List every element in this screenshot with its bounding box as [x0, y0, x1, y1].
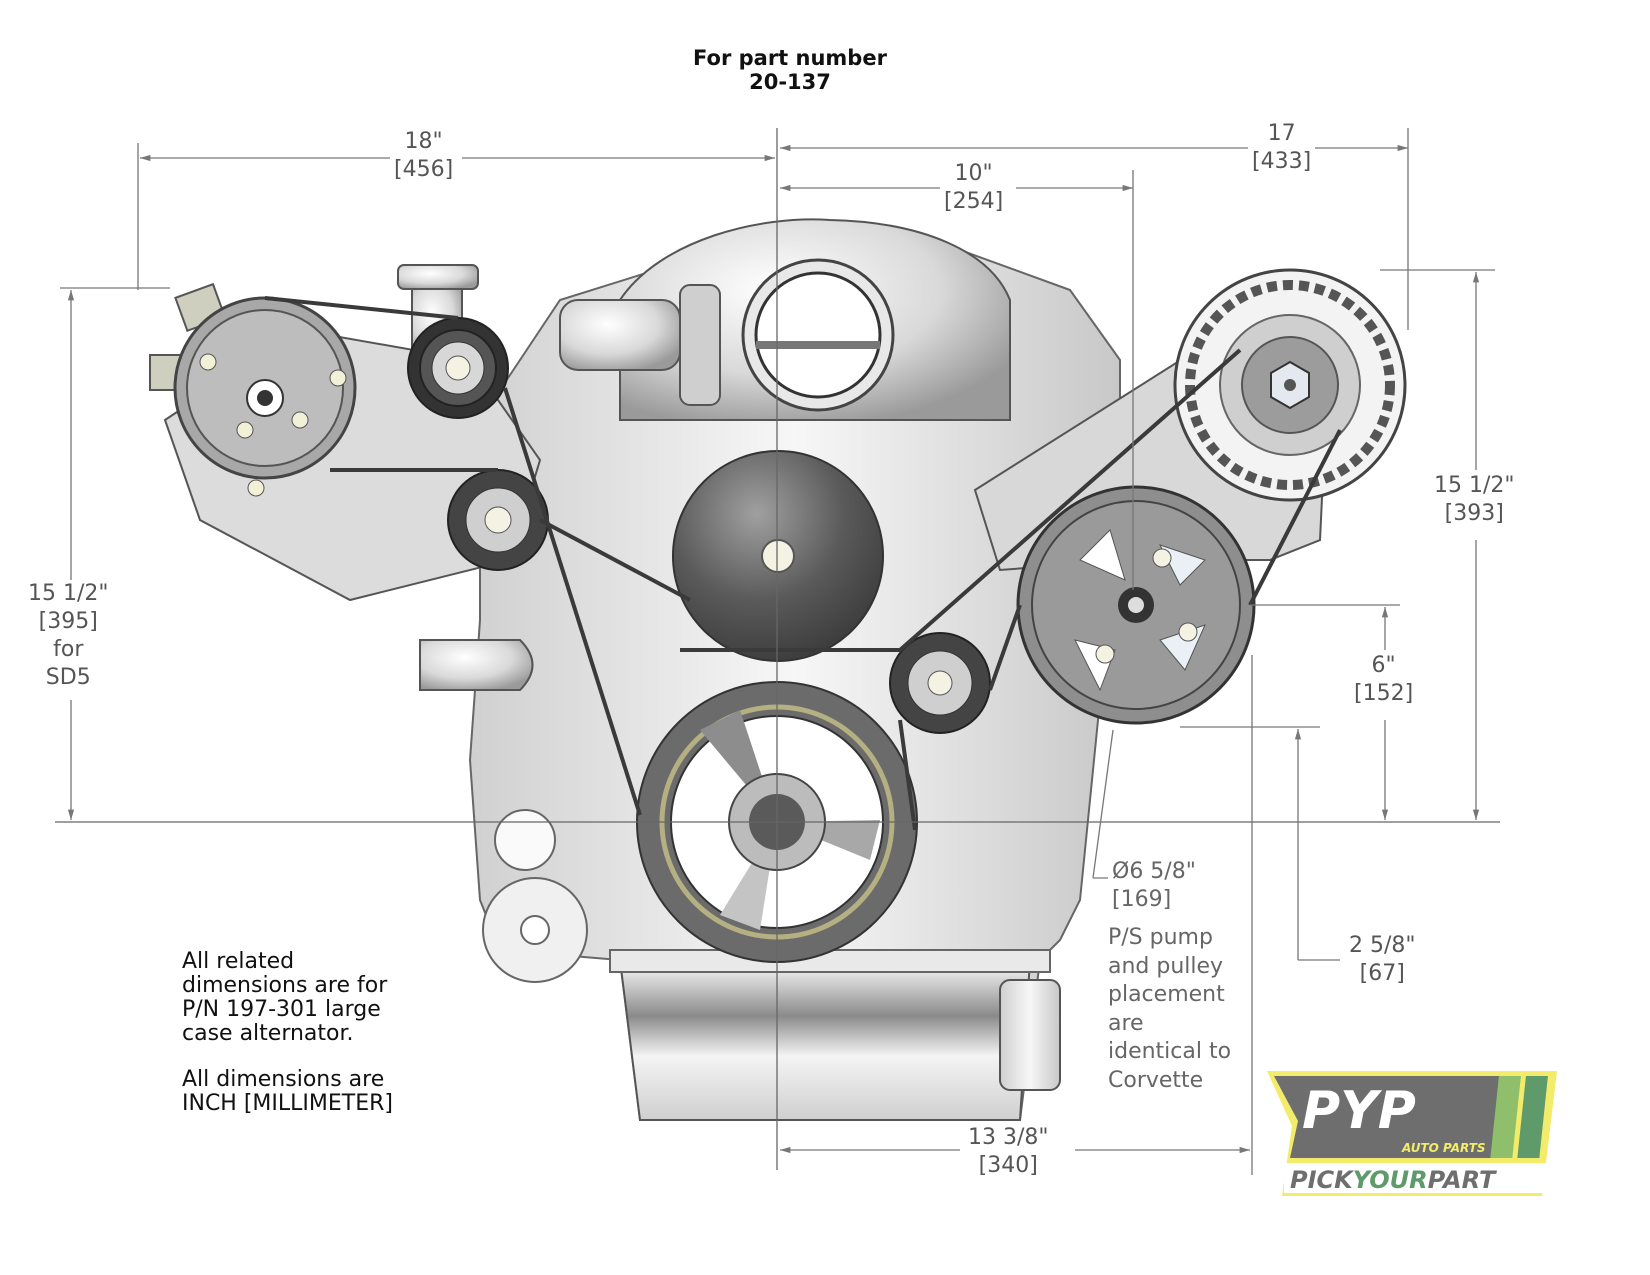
serpentine-belt: [264, 296, 1342, 831]
dim-mm: [393]: [1444, 501, 1504, 526]
dim-overall-right-width: 17 [433]: [1248, 120, 1316, 176]
dim-for: for: [53, 637, 84, 662]
dim-mm: [433]: [1252, 149, 1312, 174]
dim-mm: [67]: [1359, 961, 1405, 986]
logo-tagline-part: PART: [1428, 1166, 1497, 1194]
note-line: P/N 197-301 large: [182, 997, 381, 1022]
logo-tagline-your: YOUR: [1353, 1166, 1428, 1194]
ps-note-line: are: [1108, 1010, 1144, 1036]
ps-note-line: placement: [1108, 982, 1225, 1007]
logo-sub: AUTO PARTS: [1401, 1141, 1486, 1155]
dim-inch: 2 5/8": [1349, 933, 1416, 958]
title-line-1: For part number: [693, 46, 887, 70]
ps-pump-note: P/S pump and pulley placement are identi…: [1108, 924, 1231, 1095]
ps-note-line: identical to: [1108, 1039, 1232, 1064]
alternator-note: All related dimensions are for P/N 197-3…: [182, 950, 387, 1046]
idler-pulley-upper: [407, 317, 509, 419]
dim-low-offset: 2 5/8" [67]: [1345, 932, 1420, 988]
dim-sd5: SD5: [45, 665, 91, 690]
centerlines: [55, 128, 1500, 1170]
dim-inch: Ø6 5/8": [1112, 859, 1196, 884]
dim-mm: [340]: [978, 1153, 1038, 1178]
dimension-lines: [60, 128, 1495, 1175]
dim-inch: 17: [1267, 121, 1296, 146]
units-note: All dimensions are INCH [MILLIMETER]: [182, 1068, 393, 1116]
note-line: case alternator.: [182, 1021, 354, 1046]
ps-pump-pulley: [1016, 485, 1256, 725]
note-line: INCH [MILLIMETER]: [182, 1091, 393, 1116]
dim-inch: 18": [404, 129, 443, 154]
ps-note-line: Corvette: [1108, 1067, 1204, 1093]
dim-mm: [395]: [38, 609, 98, 634]
ac-compressor: [149, 282, 357, 497]
dim-mm: [456]: [394, 157, 454, 182]
alternator: [1173, 268, 1407, 502]
dim-mm: [152]: [1354, 681, 1414, 706]
dim-overall-left-width: 18" [456]: [390, 128, 458, 184]
dim-bottom-width: 13 3/8" [340]: [964, 1124, 1053, 1180]
page-title: For part number 20-137: [680, 46, 900, 94]
title-part-number: 20-137: [749, 70, 831, 94]
dim-mm: [169]: [1112, 887, 1172, 912]
idler-pulley-lower: [889, 632, 991, 734]
dim-inch: 15 1/2": [28, 581, 109, 606]
dim-ps-diameter: Ø6 5/8" [169]: [1108, 858, 1200, 914]
dim-ps-pump-offset: 10" [254]: [940, 160, 1008, 216]
logo-tagline-pick: PICK: [1290, 1166, 1355, 1194]
ps-note-line: and pulley: [1108, 953, 1224, 979]
note-line: All dimensions are: [182, 1067, 385, 1092]
dim-right-height: 15 1/2" [393]: [1430, 472, 1519, 528]
logo-tagline: PICKYOURPART: [1290, 1166, 1497, 1194]
dim-left-height: 15 1/2" [395] for SD5: [24, 580, 113, 692]
water-pump-pulley: [672, 450, 884, 662]
dim-ps-height: 6" [152]: [1350, 652, 1418, 708]
dim-inch: 10": [954, 161, 993, 186]
dim-inch: 13 3/8": [968, 1125, 1049, 1150]
note-line: All related: [182, 949, 295, 974]
ps-note-line: P/S pump: [1108, 925, 1213, 950]
engine-block: [397, 218, 1121, 1121]
dim-mm: [254]: [944, 189, 1004, 214]
note-line: dimensions are for: [182, 973, 388, 998]
tensioner-pulley: [447, 469, 549, 571]
logo-brand: PYP: [1302, 1081, 1416, 1141]
pyp-logo: PYP AUTO PARTS PICKYOURPART: [1267, 1071, 1557, 1196]
dim-inch: 15 1/2": [1434, 473, 1515, 498]
dim-inch: 6": [1371, 653, 1396, 678]
